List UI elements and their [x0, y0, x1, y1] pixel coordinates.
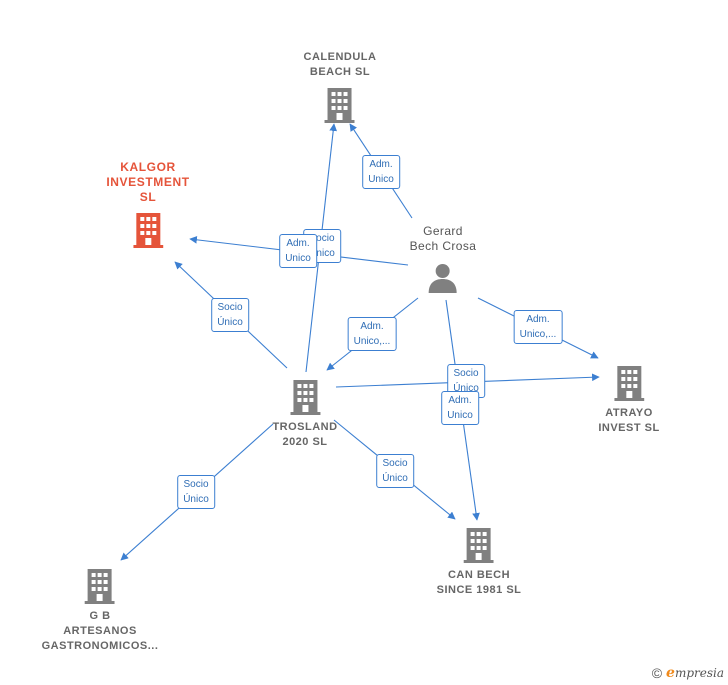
node-gb-artesanos[interactable]: G B ARTESANOS GASTRONOMICOS...: [42, 567, 159, 654]
edge-label-gerard-calendula[interactable]: Adm. Unico: [362, 155, 400, 189]
node-label: ATRAYO INVEST SL: [598, 407, 660, 434]
node-label: G B ARTESANOS GASTRONOMICOS...: [41, 610, 159, 652]
node-gerard-bech-crosa[interactable]: Gerard Bech Crosa: [410, 224, 477, 294]
building-icon: [289, 380, 320, 415]
building-icon: [85, 569, 115, 604]
footer-brand: © empresia: [652, 665, 724, 681]
node-label: Gerard Bech Crosa: [409, 224, 477, 253]
copyright-symbol: ©: [651, 665, 663, 681]
edge-label-gerard-canbech[interactable]: Adm. Unico: [441, 391, 479, 425]
edge-label-gerard-trosland[interactable]: Adm. Unico,...: [347, 317, 397, 351]
node-label: KALGOR INVESTMENT SL: [106, 160, 190, 204]
person-icon: [428, 264, 457, 293]
edge-label-gerard-atrayo[interactable]: Adm. Unico,...: [513, 310, 563, 344]
edge-label-trosland-gb[interactable]: Socio Único: [177, 475, 215, 509]
brand-name: empresia: [666, 665, 724, 681]
node-kalgor-investment[interactable]: KALGOR INVESTMENT SL: [106, 160, 189, 249]
building-icon: [614, 366, 644, 401]
node-trosland-2020[interactable]: TROSLAND 2020 SL: [272, 378, 337, 450]
edge-label-gerard-kalgor[interactable]: Adm. Unico: [279, 234, 317, 268]
brand-initial: e: [666, 665, 675, 681]
brand-rest: mpresia: [674, 666, 724, 680]
building-icon: [133, 213, 163, 248]
node-can-bech[interactable]: CAN BECH SINCE 1981 SL: [437, 526, 522, 598]
edge-label-trosland-canbech[interactable]: Socio Único: [376, 454, 414, 488]
node-label: CAN BECH SINCE 1981 SL: [436, 569, 522, 596]
node-label: CALENDULA BEACH SL: [303, 51, 377, 78]
edge-label-trosland-kalgor[interactable]: Socio Único: [211, 298, 249, 332]
node-calendula-beach[interactable]: CALENDULA BEACH SL: [304, 50, 377, 124]
building-icon: [324, 88, 355, 123]
node-atrayo-invest[interactable]: ATRAYO INVEST SL: [598, 364, 659, 436]
building-icon: [463, 528, 494, 563]
node-label: TROSLAND 2020 SL: [272, 421, 338, 448]
